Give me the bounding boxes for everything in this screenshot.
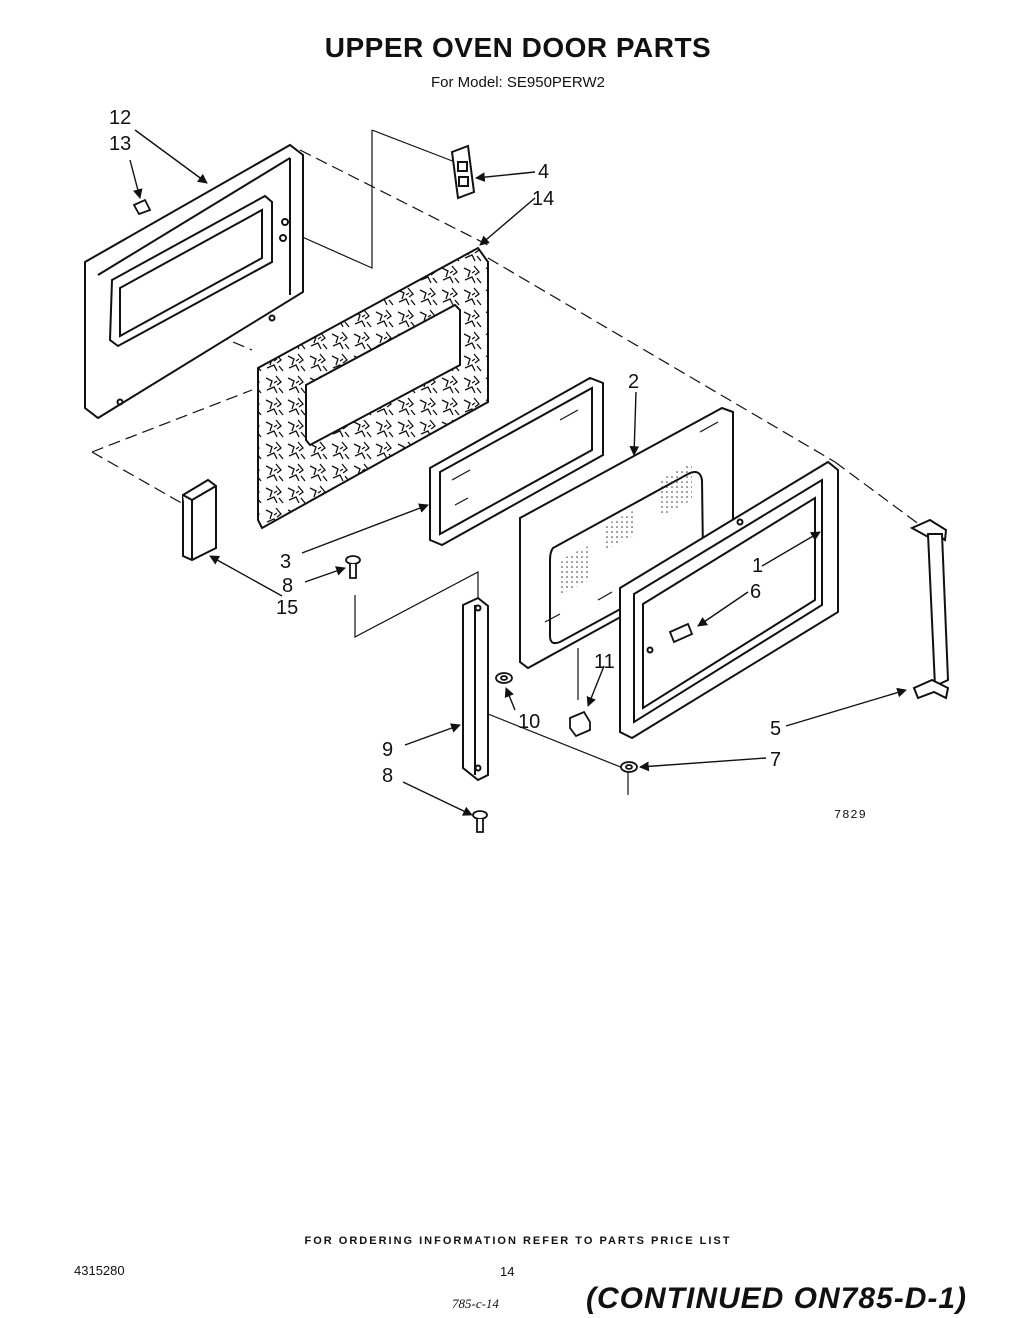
inner-window-glass [429, 376, 604, 547]
door-handle [909, 518, 950, 700]
frame-clip [668, 622, 694, 644]
label-part-10: 10 [518, 711, 540, 733]
hinge-channel [462, 596, 489, 782]
label-part-3: 3 [280, 551, 291, 573]
diagram-code: 7829 [834, 808, 867, 822]
document-number: 4315280 [74, 1263, 125, 1278]
washer-7 [620, 761, 638, 773]
label-part-2: 2 [628, 371, 639, 393]
page-title: UPPER OVEN DOOR PARTS [324, 32, 712, 63]
outer-door-glass [519, 406, 734, 670]
outer-door-frame [619, 460, 839, 740]
label-part-4: 4 [538, 161, 549, 183]
label-part-8-bottom: 8 [382, 765, 393, 787]
washer-10 [495, 672, 513, 684]
label-part-12: 12 [109, 107, 131, 129]
page-number: 14 [500, 1264, 515, 1279]
side-bracket [182, 478, 217, 562]
ordering-note: FOR ORDERING INFORMATION REFER TO PARTS … [304, 1235, 732, 1247]
clip-11 [569, 710, 591, 738]
label-part-1: 1 [752, 555, 763, 577]
model-subtitle: For Model: SE950PERW2 [431, 74, 605, 91]
inner-door-panel [84, 143, 304, 420]
label-part-9: 9 [382, 739, 393, 761]
door-insulation [257, 246, 489, 530]
continued-note: (CONTINUED ON785-D-1) [586, 1282, 968, 1315]
label-part-14: 14 [532, 188, 554, 210]
leader-arrows [129, 129, 907, 816]
label-part-7: 7 [770, 749, 781, 771]
label-part-5: 5 [770, 718, 781, 740]
label-part-11: 11 [594, 651, 615, 673]
latch-bracket [450, 144, 476, 200]
handwritten-code: 785-c-14 [452, 1296, 499, 1311]
label-part-8-top: 8 [282, 575, 293, 597]
label-part-15: 15 [276, 597, 298, 619]
screw-bottom [472, 810, 488, 833]
screw-top [345, 555, 361, 579]
label-part-6: 6 [750, 581, 761, 603]
label-part-13: 13 [109, 133, 131, 155]
panel-clip [132, 198, 152, 216]
